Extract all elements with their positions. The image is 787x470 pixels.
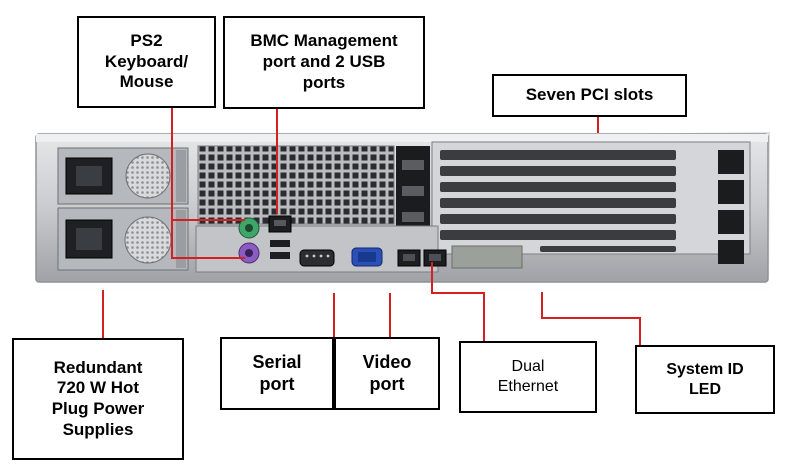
- pcb-card: [451, 245, 523, 269]
- pci-slots-label: Seven PCI slots: [492, 74, 687, 117]
- ps2-keyboard-mouse-label: PS2 Keyboard/ Mouse: [77, 16, 216, 108]
- bmc-usb-label: BMC Management port and 2 USB ports: [223, 16, 425, 109]
- dual-ethernet-label: Dual Ethernet: [459, 341, 597, 413]
- ethernet-port-2: [423, 249, 447, 267]
- callout-line-led: [541, 292, 641, 345]
- power-supply-unit-top: [57, 147, 189, 205]
- vent-grid: [197, 145, 395, 225]
- ps2-keyboard-port: [238, 242, 260, 264]
- video-port-label: Video port: [334, 337, 440, 410]
- usb-ports: [270, 240, 290, 259]
- power-supply-unit-bottom: [57, 207, 189, 271]
- system-id-led-label: System ID LED: [635, 345, 775, 414]
- serial-port-label: Serial port: [220, 337, 334, 410]
- power-supplies-label: Redundant 720 W Hot Plug Power Supplies: [12, 338, 184, 460]
- serial-port: [299, 249, 335, 267]
- callout-lines: [102, 108, 641, 345]
- pci-bracket-black: [396, 146, 430, 238]
- ethernet-port-1: [397, 249, 421, 267]
- callout-line-ethernet: [431, 262, 485, 341]
- video-port: [351, 247, 383, 267]
- callout-line-ps2-b: [171, 220, 245, 259]
- bmc-management-port: [268, 215, 292, 233]
- pci-slot-area: [431, 141, 751, 264]
- ps2-mouse-port: [238, 217, 260, 239]
